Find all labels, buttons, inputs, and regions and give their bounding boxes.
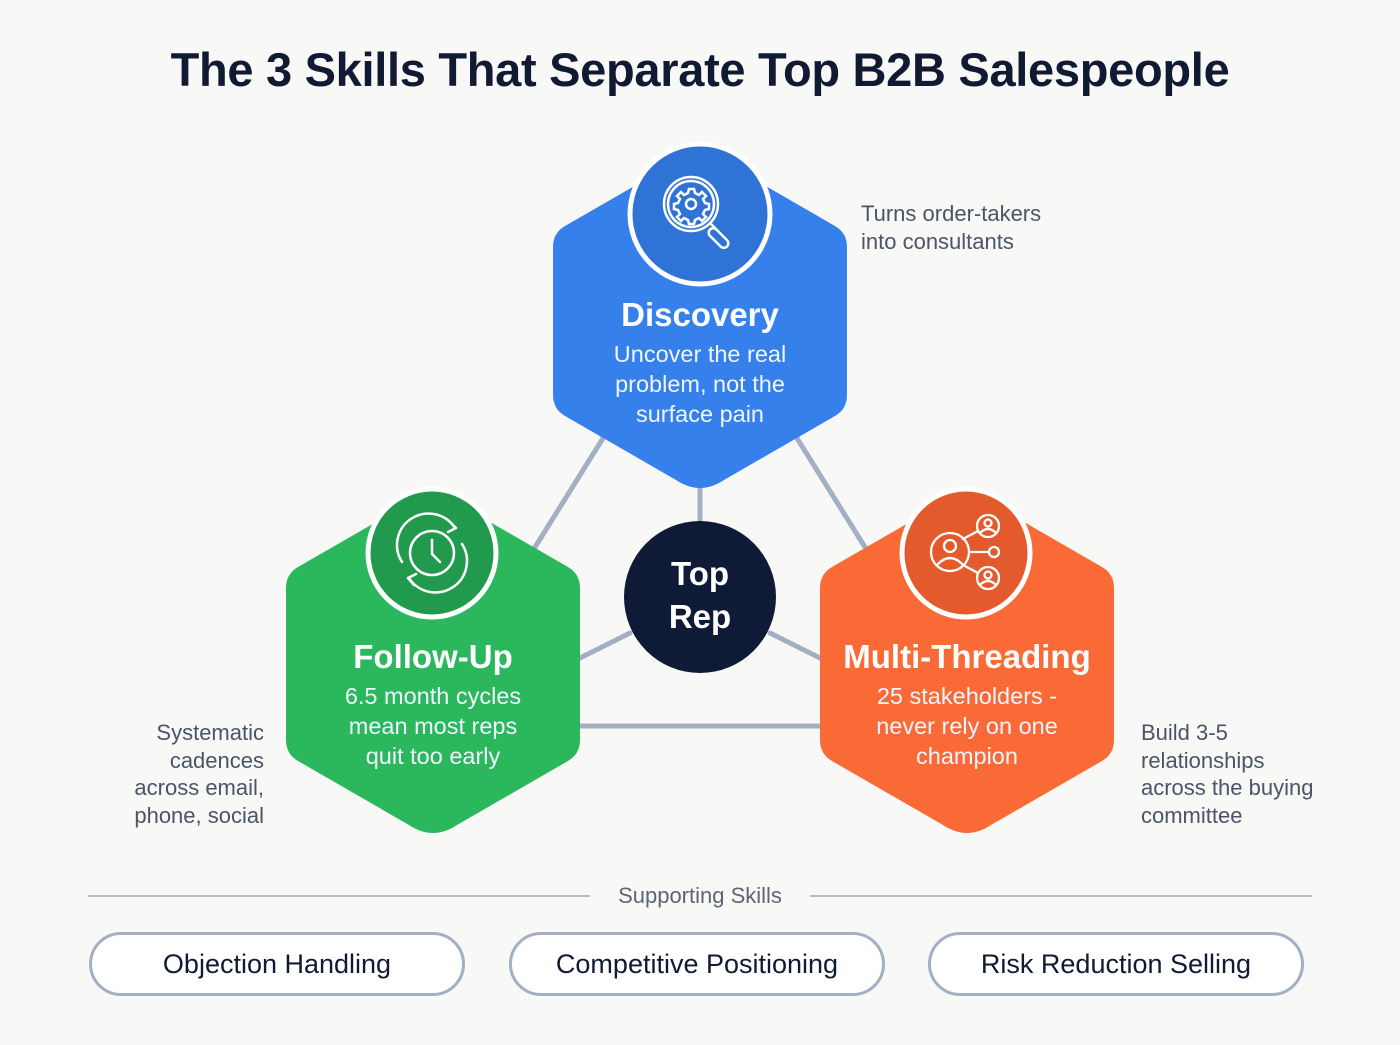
page-title: The 3 Skills That Separate Top B2B Sales… [170,43,1230,96]
followup-description: 6.5 month cycles mean most reps quit too… [344,683,522,769]
supporting-skill-risk-reduction-selling: Risk Reduction Selling [928,932,1304,996]
multithreading-hexagon [820,486,1114,833]
connector-discovery-followup [524,432,608,563]
divider-left [88,895,590,897]
followup-note: Systematic cadences across email, phone,… [134,720,264,828]
supporting-skills-label: Supporting Skills [618,883,782,908]
discovery-description: Uncover the real problem, not the surfac… [613,341,787,427]
multithreading-note: Build 3-5 relationships across the buyin… [1141,720,1314,828]
multithreading-title: Multi-Threading [843,638,1091,675]
center-label: Top Rep [668,555,732,635]
magnifier-gear-icon [662,175,730,250]
followup-title: Follow-Up [353,638,513,675]
discovery-note: Turns order-takers into consultants [861,201,1042,254]
followup-hexagon [286,486,580,833]
followup-card: Follow-Up 6.5 month cycles mean most rep… [286,637,580,771]
discovery-card: Discovery Uncover the real problem, not … [553,295,847,429]
network-people-icon [929,513,1001,591]
discovery-hexagon [553,141,847,488]
connector-lines [524,432,876,729]
center-circle [624,521,776,673]
connector-discovery-multithreading [792,432,876,563]
multithreading-description: 25 stakeholders - never rely on one cham… [876,683,1058,769]
clock-cycle-icon [395,512,469,594]
connector-center-followup [577,630,633,661]
supporting-skill-objection-handling: Objection Handling [89,932,465,996]
supporting-skill-competitive-positioning: Competitive Positioning [509,932,885,996]
connector-center-multithreading [767,630,823,661]
discovery-title: Discovery [621,296,779,333]
divider-right [810,895,1312,897]
multithreading-card: Multi-Threading 25 stakeholders - never … [810,637,1124,771]
